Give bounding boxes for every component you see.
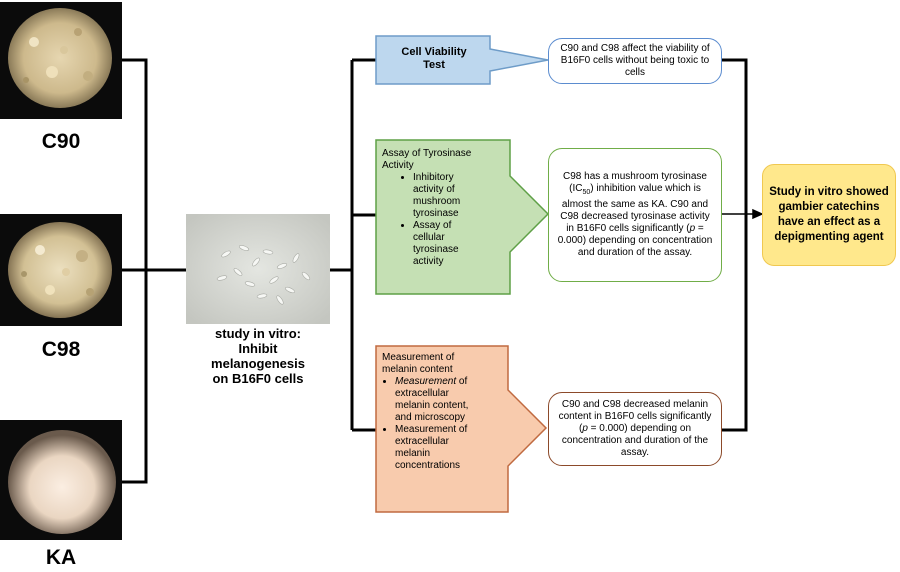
tyrosinase-arrow-shape — [375, 139, 550, 295]
c90-powder-image — [0, 2, 122, 119]
viability-result-box: C90 and C98 affect the viability of B16F… — [548, 38, 722, 84]
tyrosinase-bullet-1: Inhibitory activity of mushroom tyrosina… — [413, 172, 485, 220]
melanin-title-1: Measurement of — [382, 352, 455, 363]
melanin-result-part-1: C90 and C98 decreased melanin content in… — [558, 399, 712, 434]
melanin-result-box: C90 and C98 decreased melanin content in… — [548, 392, 722, 466]
melanin-bullet-1: Measurement of extracellular melanin con… — [395, 376, 481, 424]
tyrosinase-title-1: Assay of Tyrosinase — [382, 148, 472, 159]
melanin-arrow-shape — [375, 345, 548, 513]
viability-arrow-shape — [375, 35, 549, 85]
melanin-result-part-2: = 0.000) depending on concentration and … — [561, 423, 709, 458]
study-in-vitro-caption: study in vitro: Inhibit melanogenesis on… — [186, 326, 330, 386]
conclusion-box: Study in vitro showed gambier catechins … — [762, 164, 896, 266]
tyrosinase-result-text: C98 has a mushroom tyrosinase (IC50) inh… — [557, 171, 713, 259]
melanin-bullet-list: Measurement of extracellular melanin con… — [382, 376, 481, 472]
ka-label: KA — [45, 546, 77, 569]
melanin-title-2: melanin content — [382, 364, 453, 375]
b16f0-cells-microscopy-image — [186, 214, 330, 324]
tyrosinase-bullet-list: Inhibitory activity of mushroom tyrosina… — [400, 172, 485, 268]
tyrosinase-result-part-1: C98 has a mushroom tyrosinase (IC — [563, 171, 707, 194]
melanin-result-text: C90 and C98 decreased melanin content in… — [557, 399, 713, 459]
tyrosinase-bullet-2: Assay of cellular tyrosinase activity — [413, 220, 485, 268]
center-line-4: on B16F0 cells — [212, 371, 304, 386]
melanin-assay-label: Measurement of melanin content Measureme… — [382, 352, 504, 472]
melanin-bullet-1-emphasis: Measurement — [395, 376, 457, 387]
tyrosinase-result-box: C98 has a mushroom tyrosinase (IC50) inh… — [548, 148, 722, 282]
center-line-2: Inhibit — [238, 341, 278, 356]
tyrosinase-result-part-2: ) inhibition value which is almost the s… — [560, 183, 710, 234]
c90-label: C90 — [41, 130, 81, 153]
c98-label: C98 — [41, 338, 81, 361]
viability-result-text: C90 and C98 affect the viability of B16F… — [560, 43, 710, 78]
conclusion-text: Study in vitro showed gambier catechins … — [769, 186, 889, 243]
tyrosinase-p-value-symbol: p — [689, 223, 696, 234]
ka-powder-image — [0, 420, 122, 540]
melanin-p-value-symbol: p — [582, 423, 588, 434]
melanin-bullet-1-text: of extracellular melanin content, and mi… — [395, 376, 469, 423]
ic50-subscript: 50 — [582, 189, 591, 196]
tyrosinase-result-part-3: = 0.000) depending on concentration and … — [557, 223, 713, 258]
center-line-3: melanogenesis — [211, 356, 305, 371]
center-line-1: study in vitro: — [215, 326, 301, 341]
c98-powder-image — [0, 214, 122, 326]
viability-assay-label: Cell Viability Test — [380, 46, 488, 72]
tyrosinase-assay-label: Assay of Tyrosinase Activity Inhibitory … — [382, 148, 508, 268]
viability-line-1: Cell Viability — [401, 46, 467, 58]
tyrosinase-title-2: Activity — [382, 160, 414, 171]
viability-line-2: Test — [423, 59, 445, 71]
melanin-bullet-2: Measurement of extracellular melanin con… — [395, 424, 481, 472]
